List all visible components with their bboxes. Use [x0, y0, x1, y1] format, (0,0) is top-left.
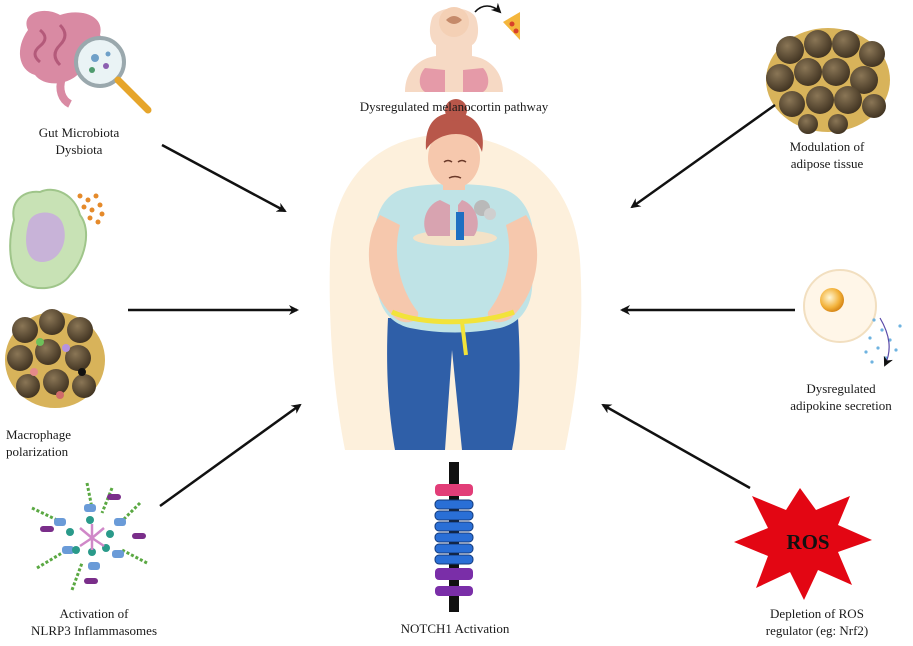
label-macrophage: Macrophage polarization — [6, 427, 71, 459]
arrow-nlrp3 — [159, 403, 302, 508]
nlrp3-inflammasome-illustration — [31, 482, 148, 591]
arrow-ros — [601, 403, 751, 490]
melanocortin-illustration — [405, 2, 520, 92]
label-melanocortin: Dysregulated melanocortin pathway — [359, 99, 549, 114]
adipokine-illustration — [803, 269, 902, 367]
label-adipose-tissue: Modulation of adipose tissue — [789, 139, 865, 171]
label-adipokine: Dysregulated adipokine secretion — [790, 381, 892, 413]
gut-microbiota-illustration — [19, 10, 152, 114]
adipose-tissue-illustration — [766, 28, 890, 134]
label-gut-microbiota: Gut Microbiota Dysbiota — [38, 125, 120, 157]
label-notch1: NOTCH1 Activation — [400, 621, 510, 636]
obese-person-illustration — [368, 99, 538, 450]
ros-badge-text: ROS — [786, 530, 830, 554]
label-ros-depletion: Depletion of ROS regulator (eg: Nrf2) — [765, 606, 869, 638]
arrow-gut — [161, 143, 287, 213]
label-nlrp3: Activation of NLRP3 Inflammasomes — [30, 606, 157, 638]
arrows — [128, 103, 795, 508]
arrow-adipose — [630, 103, 776, 209]
macrophage-illustration — [5, 188, 105, 408]
notch1-receptor-illustration — [434, 462, 474, 612]
ros-star-illustration — [734, 488, 872, 600]
